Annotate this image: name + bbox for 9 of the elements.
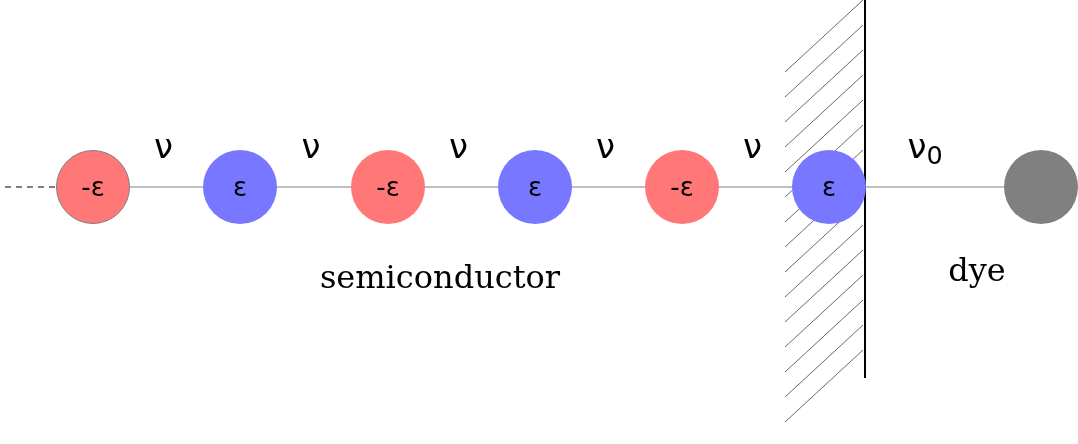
connector-line xyxy=(865,186,1005,188)
connector-line xyxy=(571,186,646,188)
region-label: semiconductor xyxy=(319,261,561,293)
dashed-line xyxy=(4,186,57,188)
connector-line xyxy=(424,186,499,188)
connector-line xyxy=(718,186,793,188)
region-label: dye xyxy=(948,254,1006,286)
connector-line xyxy=(276,186,352,188)
connector-line xyxy=(129,186,204,188)
